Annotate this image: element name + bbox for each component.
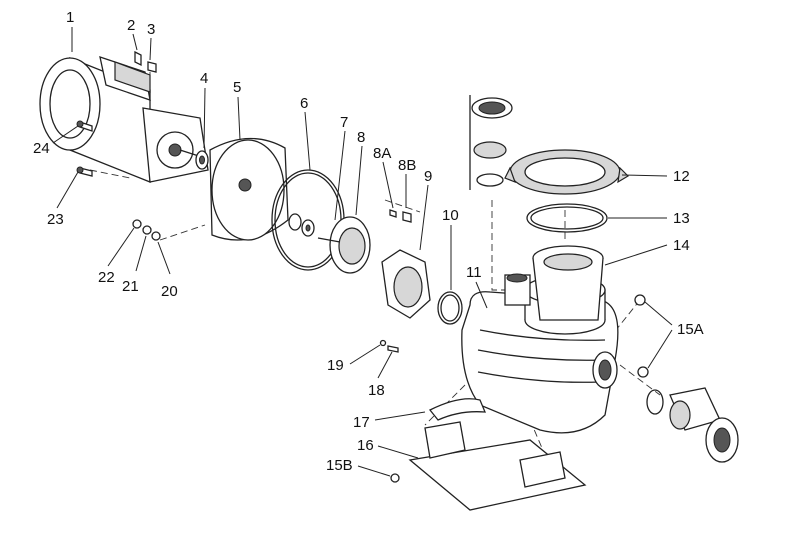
- callout-15B: 15B: [326, 457, 353, 474]
- callout-5: 5: [233, 79, 241, 96]
- callout-11: 11: [466, 264, 482, 281]
- callout-8: 8: [357, 129, 365, 146]
- union-fitting-side[interactable]: [646, 387, 739, 463]
- callout-6: 6: [300, 95, 308, 112]
- callout-8A: 8A: [373, 145, 391, 162]
- lid-lock-ring-part-12[interactable]: [504, 149, 629, 195]
- callout-4: 4: [200, 70, 208, 87]
- washer-part-22[interactable]: [132, 219, 142, 229]
- shaft-seal-part-7[interactable]: [288, 213, 315, 237]
- callout-1: 1: [66, 9, 74, 26]
- impeller-part-8[interactable]: [317, 216, 371, 274]
- screw-part-8A[interactable]: [389, 209, 397, 218]
- callout-16: 16: [357, 437, 374, 454]
- callout-labels: 1 2 3 4 5 6 7 8 8A 8B 9 10 11 12 13 14 1…: [33, 9, 704, 474]
- seal-washer-part-4[interactable]: [195, 150, 209, 170]
- callout-12: 12: [673, 168, 690, 185]
- screw-part-15B[interactable]: [390, 473, 400, 483]
- callout-18: 18: [368, 382, 385, 399]
- callout-3: 3: [147, 21, 155, 38]
- strainer-basket-part-14[interactable]: [532, 245, 604, 321]
- shim-part-17[interactable]: [428, 398, 487, 421]
- pump-housing-part-11[interactable]: [461, 273, 619, 434]
- callout-2: 2: [127, 17, 135, 34]
- callout-23: 23: [47, 211, 64, 228]
- callout-7: 7: [340, 114, 348, 131]
- washer-part-20[interactable]: [151, 231, 161, 241]
- callout-21: 21: [122, 278, 139, 295]
- screw-part-18[interactable]: [387, 345, 399, 353]
- callout-9: 9: [424, 168, 432, 185]
- seal-plate-part-5[interactable]: [209, 137, 289, 241]
- lid-o-ring-part-13[interactable]: [526, 203, 608, 233]
- diffuser-part-9[interactable]: [381, 249, 431, 319]
- callout-8B: 8B: [398, 157, 416, 174]
- callout-13: 13: [673, 210, 690, 227]
- callout-10: 10: [442, 207, 459, 224]
- callout-17: 17: [353, 414, 370, 431]
- pin-part-19[interactable]: [379, 339, 387, 347]
- callout-22: 22: [98, 269, 115, 286]
- union-fitting-top[interactable]: [469, 95, 513, 190]
- leader-lines: [52, 27, 673, 477]
- diffuser-o-ring-part-10[interactable]: [437, 291, 463, 325]
- washer-part-21[interactable]: [142, 225, 152, 235]
- bolt-part-23[interactable]: [76, 166, 93, 177]
- bolt-part-24[interactable]: [76, 120, 93, 132]
- callout-20: 20: [161, 283, 178, 300]
- callout-19: 19: [327, 357, 344, 374]
- screw-part-2[interactable]: [134, 50, 142, 67]
- motor-base-part-16[interactable]: [408, 421, 587, 511]
- clip-part-3[interactable]: [147, 61, 157, 73]
- callout-24: 24: [33, 140, 50, 157]
- screw-part-8B[interactable]: [402, 211, 412, 223]
- motor-part[interactable]: [39, 56, 209, 183]
- screw-part-15A[interactable]: [634, 294, 649, 378]
- callout-14: 14: [673, 237, 690, 254]
- callout-15A: 15A: [677, 321, 704, 338]
